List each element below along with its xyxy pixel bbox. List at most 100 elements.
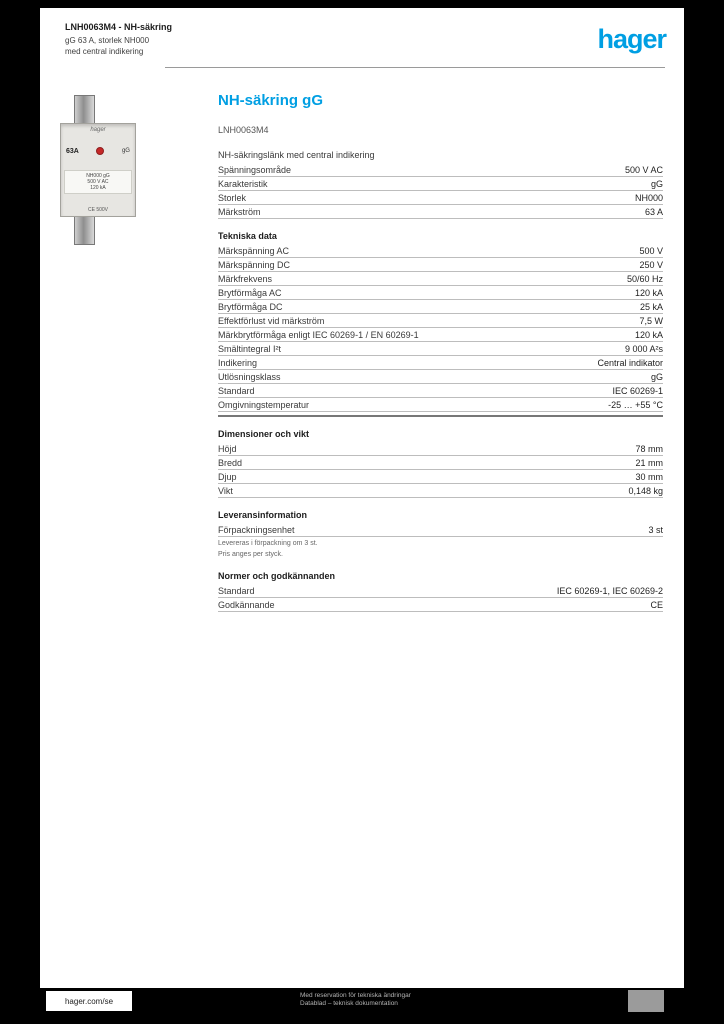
spec-row: Omgivningstemperatur-25 … +55 °C bbox=[218, 398, 663, 412]
spec-label: Märkfrekvens bbox=[218, 274, 273, 284]
fuse-bottom-blade bbox=[74, 217, 95, 245]
spec-row: Märkbrytförmåga enligt IEC 60269-1 / EN … bbox=[218, 328, 663, 342]
spec-label: Brytförmåga AC bbox=[218, 288, 282, 298]
spec-row: Smältintegral I²t 9 000 A²s bbox=[218, 342, 663, 356]
spec-row: Förpackningsenhet 3 st bbox=[218, 523, 663, 537]
spec-value: 21 mm bbox=[635, 458, 663, 468]
spec-row: Standard IEC 60269-1, IEC 60269-2 bbox=[218, 584, 663, 598]
spec-value: 25 kA bbox=[639, 302, 663, 312]
footer-badge bbox=[628, 990, 664, 1012]
footer-notes: Med reservation för tekniska ändringar D… bbox=[300, 992, 530, 1008]
spec-row: Utlösningsklass gG bbox=[218, 370, 663, 384]
spec-label: Höjd bbox=[218, 444, 237, 454]
spec-value: 500 V bbox=[639, 246, 663, 256]
spec-value: 63 A bbox=[644, 207, 663, 217]
section-intro: NH-säkringslänk med central indikering bbox=[218, 150, 375, 160]
spec-label: Bredd bbox=[218, 458, 243, 468]
fuse-label: NH000 gG 500 V AC 120 kA bbox=[64, 169, 132, 194]
spec-label: Storlek bbox=[218, 193, 247, 203]
spec-label: Karakteristik bbox=[218, 179, 268, 189]
product-reference-line: LNH0063M4 - NH-säkring bbox=[65, 22, 173, 32]
spec-row: Brytförmåga AC 120 kA bbox=[218, 286, 663, 300]
section-heading: Leveransinformation bbox=[218, 510, 308, 520]
spec-value: IEC 60269-1, IEC 60269-2 bbox=[556, 586, 663, 596]
page-title: NH-säkring gG bbox=[218, 92, 324, 109]
fuse-top-blade bbox=[74, 95, 95, 123]
spec-value: 3 st bbox=[648, 525, 663, 535]
spec-value: 7,5 W bbox=[639, 316, 663, 326]
spec-label: Djup bbox=[218, 472, 237, 482]
footer-website-link[interactable]: hager.com/se bbox=[46, 991, 132, 1011]
fuse-brand-text: hager bbox=[90, 127, 106, 133]
spec-label: Godkännande bbox=[218, 600, 275, 610]
spec-value: 250 V bbox=[639, 260, 663, 270]
article-reference: LNH0063M4 bbox=[218, 125, 269, 135]
spec-row: Godkännande CE bbox=[218, 598, 663, 612]
spec-row: Effektförlust vid märkström 7,5 W bbox=[218, 314, 663, 328]
spec-label: Spänningsområde bbox=[218, 165, 292, 175]
spec-label: Märkspänning DC bbox=[218, 260, 291, 270]
section-note: Levereras i förpackning om 3 st. bbox=[218, 540, 318, 547]
fuse-label-line-1: NH000 gG bbox=[86, 172, 110, 179]
spec-row: Bredd 21 mm bbox=[218, 456, 663, 470]
spec-value: 120 kA bbox=[634, 330, 663, 340]
spec-label: Förpackningsenhet bbox=[218, 525, 295, 535]
spec-value: gG bbox=[650, 372, 663, 382]
fuse-characteristic-text: gG bbox=[121, 148, 130, 155]
spec-label: Smältintegral I²t bbox=[218, 344, 282, 354]
fuse-indicator-dot bbox=[96, 147, 105, 156]
fuse-label-line-3: 120 kA bbox=[90, 184, 106, 191]
spec-label: Utlösningsklass bbox=[218, 372, 281, 382]
footer-note-line-1: Med reservation för tekniska ändringar bbox=[300, 992, 411, 999]
spec-row: Märkfrekvens 50/60 Hz bbox=[218, 272, 663, 286]
spec-value: -25 … +55 °C bbox=[608, 400, 663, 410]
spec-row: Karakteristik gG bbox=[218, 177, 663, 191]
spec-label: Brytförmåga DC bbox=[218, 302, 283, 312]
product-image-fuse: hager 63A gG NH000 gG 500 V AC 120 kA CE… bbox=[60, 95, 136, 245]
spec-label: Standard bbox=[218, 586, 255, 596]
section-note: Pris anges per styck. bbox=[218, 551, 283, 558]
fuse-label-line-2: 500 V AC bbox=[87, 178, 109, 185]
spec-row: Märkspänning AC 500 V bbox=[218, 244, 663, 258]
spec-value: 500 V AC bbox=[624, 165, 663, 175]
spec-row: Spänningsområde 500 V AC bbox=[218, 163, 663, 177]
spec-row: Djup 30 mm bbox=[218, 470, 663, 484]
product-subtitle-line-1: gG 63 A, storlek NH000 bbox=[65, 36, 150, 45]
header-divider bbox=[165, 67, 665, 68]
spec-value: 30 mm bbox=[635, 472, 663, 482]
spec-label: Standard bbox=[218, 386, 255, 396]
fuse-body: hager 63A gG NH000 gG 500 V AC 120 kA CE… bbox=[60, 123, 136, 217]
spec-label: Märkspänning AC bbox=[218, 246, 290, 256]
spec-value: 50/60 Hz bbox=[626, 274, 663, 284]
spec-label: Märkbrytförmåga enligt IEC 60269-1 / EN … bbox=[218, 330, 419, 340]
spec-value: NH000 bbox=[634, 193, 663, 203]
content-column: NH-säkring gG LNH0063M4 NH-säkringslänk … bbox=[218, 92, 663, 612]
spec-value: 9 000 A²s bbox=[624, 344, 663, 354]
product-subtitle-line-2: med central indikering bbox=[65, 47, 144, 56]
document-page: LNH0063M4 - NH-säkring gG 63 A, storlek … bbox=[40, 8, 684, 988]
spec-label: Effektförlust vid märkström bbox=[218, 316, 325, 326]
spec-value: 0,148 kg bbox=[628, 486, 663, 496]
spec-label: Indikering bbox=[218, 358, 258, 368]
spec-label: Vikt bbox=[218, 486, 233, 496]
header-product-info: LNH0063M4 - NH-säkring gG 63 A, storlek … bbox=[65, 22, 172, 57]
spec-value: 120 kA bbox=[634, 288, 663, 298]
fuse-indicator-row: 63A gG bbox=[66, 147, 130, 156]
spec-value: CE bbox=[650, 600, 663, 610]
section-heading: Normer och godkännanden bbox=[218, 571, 336, 581]
spec-row: Storlek NH000 bbox=[218, 191, 663, 205]
hager-logo: hager bbox=[597, 24, 667, 54]
section-heading: Tekniska data bbox=[218, 231, 277, 241]
spec-value: gG bbox=[650, 179, 663, 189]
